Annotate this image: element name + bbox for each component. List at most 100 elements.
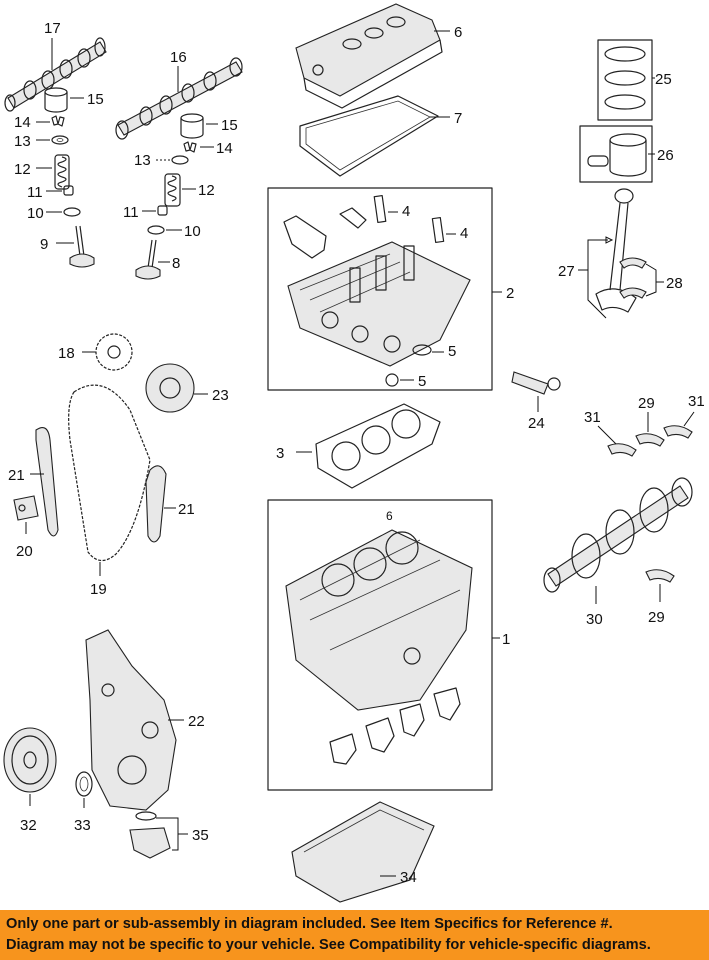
oil-pump-assembly	[129, 811, 171, 859]
valve-spring-right	[164, 173, 181, 207]
callout-12-right: 12	[198, 182, 215, 199]
callout-7: 7	[454, 110, 462, 127]
callout-12-left: 12	[14, 161, 31, 178]
callout-4-lower: 4	[460, 225, 468, 242]
thrust-bearing	[645, 569, 675, 583]
crankshaft-pulley	[3, 727, 57, 793]
callout-10-left: 10	[27, 205, 44, 222]
valve-retainer-left	[51, 135, 69, 145]
main-bearing-caps	[329, 687, 461, 765]
timing-chain-cover	[85, 629, 177, 811]
valve-lifter-left	[44, 87, 68, 113]
callout-21-left: 21	[8, 467, 25, 484]
callout-16: 16	[170, 49, 187, 66]
callout-13-right: 13	[134, 152, 151, 169]
callout-21-right: 21	[178, 501, 195, 518]
camshaft-exhaust	[4, 37, 107, 112]
callout-6: 6	[454, 24, 462, 41]
callout-3: 3	[276, 445, 284, 462]
callout-11-right: 11	[123, 204, 139, 221]
camshaft-intake	[115, 57, 243, 140]
valve-keepers-left	[51, 115, 65, 127]
valve-lifter-right	[180, 113, 204, 139]
callout-14-right: 14	[216, 140, 233, 157]
callout-31-right: 31	[688, 393, 705, 410]
chain-guide-right	[145, 465, 167, 543]
engine-block	[285, 529, 473, 711]
callout-11-left: 11	[27, 184, 43, 201]
callout-10-right: 10	[184, 223, 201, 240]
callout-27: 27	[558, 263, 575, 280]
crankshaft-position-sensor	[511, 371, 561, 395]
callout-22: 22	[188, 713, 205, 730]
callout-13-left: 13	[14, 133, 31, 150]
cylinder-head	[287, 241, 471, 367]
callout-30: 30	[586, 611, 603, 628]
callout-20: 20	[16, 543, 33, 560]
main-bearing-right	[663, 425, 693, 439]
callout-5-upper: 5	[448, 343, 456, 360]
cylinder-head-gasket	[315, 403, 441, 489]
crankshaft	[543, 477, 693, 593]
callout-32: 32	[20, 817, 37, 834]
callout-24: 24	[528, 415, 545, 432]
seal-lower	[385, 373, 399, 387]
callout-1: 1	[502, 631, 510, 648]
piston	[579, 125, 653, 183]
callout-18: 18	[58, 345, 75, 362]
exploded-engine-diagram: 17 15 14 13 12 11 10 9	[3, 3, 705, 903]
callout-35: 35	[192, 827, 209, 844]
valve-seal-right	[157, 205, 168, 216]
disclaimer-line-2: Diagram may not be specific to your vehi…	[6, 937, 651, 953]
valve-cover	[295, 3, 443, 109]
cylinder-head-box	[267, 187, 493, 391]
callout-19: 19	[90, 581, 107, 598]
callout-9: 9	[40, 236, 48, 253]
valve-cover-gasket	[299, 95, 439, 177]
callout-31-left: 31	[584, 409, 601, 426]
callout-34: 34	[400, 869, 417, 886]
callout-8: 8	[172, 255, 180, 272]
vvt-actuator	[145, 363, 195, 413]
callout-6-box: 6	[386, 509, 393, 523]
callout-26: 26	[657, 147, 674, 164]
valve-retainer-right	[171, 155, 189, 165]
callout-15-right: 15	[221, 117, 238, 134]
oil-control-valve	[373, 194, 445, 244]
connecting-rod	[595, 188, 637, 313]
cam-bearing-caps	[283, 207, 367, 259]
camshaft-sprocket	[95, 333, 133, 371]
main-bearing-left	[607, 443, 637, 457]
disclaimer-banner: Only one part or sub-assembly in diagram…	[0, 910, 709, 960]
disclaimer-line-1: Only one part or sub-assembly in diagram…	[6, 916, 613, 932]
valve-spring-left	[54, 154, 70, 190]
oil-pan	[291, 801, 435, 903]
callout-29-top: 29	[638, 395, 655, 412]
callout-23: 23	[212, 387, 229, 404]
main-bearing-center	[635, 433, 665, 447]
callout-14-left: 14	[14, 114, 31, 131]
chain-guide-left	[35, 427, 59, 537]
callout-15-left: 15	[87, 91, 104, 108]
callout-4-upper: 4	[402, 203, 410, 220]
front-crank-seal	[75, 771, 93, 797]
callout-33: 33	[74, 817, 91, 834]
callout-25: 25	[655, 71, 672, 88]
valve-seal-left	[63, 185, 74, 196]
callout-29-bottom: 29	[648, 609, 665, 626]
timing-chain	[68, 384, 151, 562]
intake-valve	[135, 239, 161, 280]
rod-bearings	[619, 257, 647, 299]
callout-17: 17	[44, 20, 61, 37]
callout-28: 28	[666, 275, 683, 292]
chain-tensioner	[13, 495, 39, 521]
spring-seat-right	[147, 225, 165, 235]
valve-keepers-right	[183, 141, 197, 153]
piston-rings	[597, 39, 653, 121]
spring-seat-left	[63, 207, 81, 217]
seal-upper	[412, 344, 432, 356]
callout-5-lower: 5	[418, 373, 426, 390]
exhaust-valve	[69, 225, 95, 268]
engine-block-box	[267, 499, 493, 791]
callout-2: 2	[506, 285, 514, 302]
